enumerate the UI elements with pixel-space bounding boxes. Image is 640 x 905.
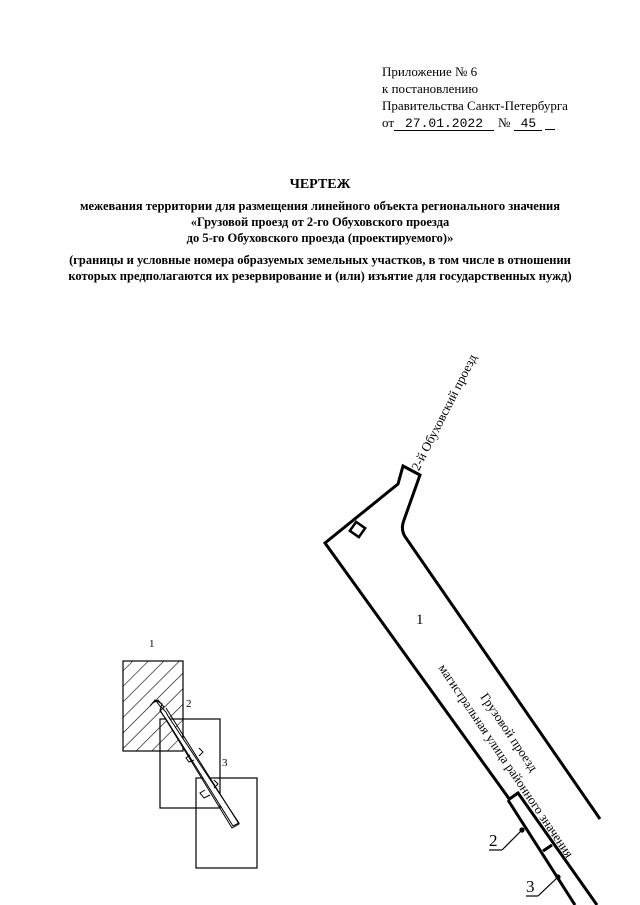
key-sheet-2-label: 2: [186, 698, 192, 710]
appendix-ref: к постановлению: [382, 81, 479, 96]
appendix-authority: Правительства Санкт-Петербурга: [382, 98, 568, 113]
structure-marker: [348, 520, 367, 539]
date-prefix: от: [382, 115, 395, 130]
page-title: ЧЕРТЕЖ: [289, 177, 351, 192]
parcel-leaders: [489, 827, 561, 897]
key-map: [122, 660, 258, 869]
key-sheet-3-label: 3: [222, 757, 228, 769]
parcel-1-label: 1: [416, 612, 424, 628]
key-sheet-1: [122, 660, 184, 752]
appendix-header: Приложение № 6 к постановлению Правитель…: [382, 63, 568, 131]
key-sheet-2: [159, 718, 221, 809]
subtitle-line-2: «Грузовой проезд от 2-го Обуховского про…: [190, 215, 450, 229]
road-left-edge: [506, 799, 577, 905]
key-sheet-3: [195, 777, 258, 869]
key-sheet-1-label: 1: [149, 638, 155, 650]
subtitle-line-3: до 5-го Обуховского проезда (проектируем…: [186, 231, 454, 245]
decree-date: 27.01.2022: [394, 117, 495, 131]
appendix-number: Приложение № 6: [382, 64, 478, 79]
title-block: ЧЕРТЕЖ межевания территории для размещен…: [0, 176, 640, 284]
note-line-1: (границы и условные номера образуемых зе…: [69, 253, 571, 267]
parcel-2-label: 2: [489, 831, 498, 850]
parcel-2-3-divider: [542, 843, 553, 853]
subtitle-line-1: межевания территории для размещения лине…: [79, 199, 561, 213]
parcel-1-boundary: [322, 463, 602, 820]
note-line-2: которых предполагаются их резервирование…: [68, 269, 572, 283]
number-prefix: №: [498, 115, 511, 130]
key-road-outline: [149, 699, 240, 829]
main-plan: [322, 463, 602, 905]
parcel-2-strip: [507, 790, 599, 905]
parcel-3-label: 3: [526, 877, 535, 896]
decree-number: 45: [514, 117, 543, 131]
